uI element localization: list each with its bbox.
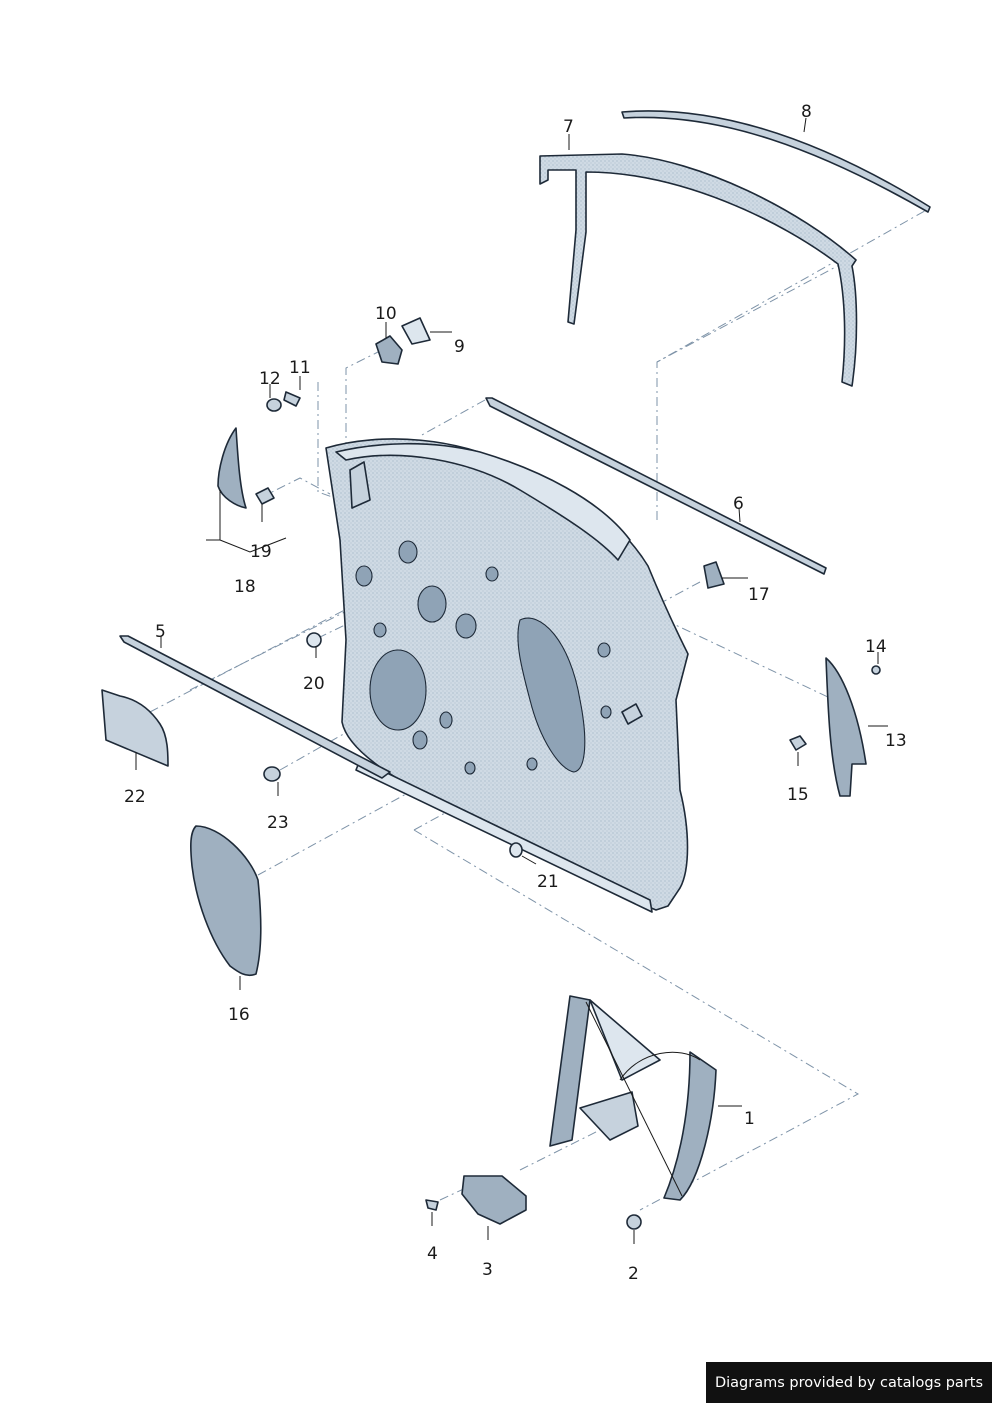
part-5-outer-strip [119,635,391,779]
callout-17: 17 [748,585,770,605]
callout-15: 15 [787,785,809,805]
part-23-plug [263,766,281,782]
part-17-bracket [703,561,725,589]
part-7-window-channel [539,153,858,387]
part-10-cover [375,335,403,365]
callout-labels: 1 2 3 4 5 6 7 8 9 10 11 12 13 14 15 16 1… [124,102,907,1284]
callout-leaders [135,117,888,1244]
callout-11: 11 [289,358,311,378]
part-8-roof-seal [621,110,931,213]
credit-text: Diagrams provided by catalogs parts [714,1374,984,1391]
callout-5: 5 [155,622,166,642]
callout-13: 13 [885,731,907,751]
part-22-panel [101,689,169,767]
part-4-screw [425,1199,439,1211]
part-21-grommet [509,842,523,858]
part-2-nut [626,1214,642,1230]
callout-1: 1 [744,1109,755,1129]
callout-21: 21 [537,872,559,892]
callout-6: 6 [733,494,744,514]
door-panel [325,438,689,913]
part-16-handle-trim [190,825,262,977]
callout-3: 3 [482,1260,493,1280]
callout-4: 4 [427,1244,438,1264]
callout-10: 10 [375,304,397,324]
part-11-screw [283,391,301,407]
callout-19: 19 [250,542,272,562]
callout-23: 23 [267,813,289,833]
part-19-clip [255,487,275,505]
part-14-screw [871,665,881,675]
part-6-belt-seal [485,397,827,575]
callout-9: 9 [454,337,465,357]
callout-16: 16 [228,1005,250,1025]
part-3-motor [461,1175,527,1225]
callout-8: 8 [801,102,812,122]
part-18-corner-trim [217,427,247,509]
part-13-pillar-trim [825,657,867,797]
part-9-bracket [401,317,431,345]
part-20-grommet [306,632,322,648]
callout-14: 14 [865,637,887,657]
credit-banner: Diagrams provided by catalogs parts [706,1362,992,1403]
callout-20: 20 [303,674,325,694]
part-12-cap [266,398,282,412]
callout-2: 2 [628,1264,639,1284]
callout-12: 12 [259,369,281,389]
callout-7: 7 [563,117,574,137]
callout-22: 22 [124,787,146,807]
part-15-nut [789,735,807,751]
callout-18: 18 [234,577,256,597]
part-1-window-regulator [549,995,717,1201]
